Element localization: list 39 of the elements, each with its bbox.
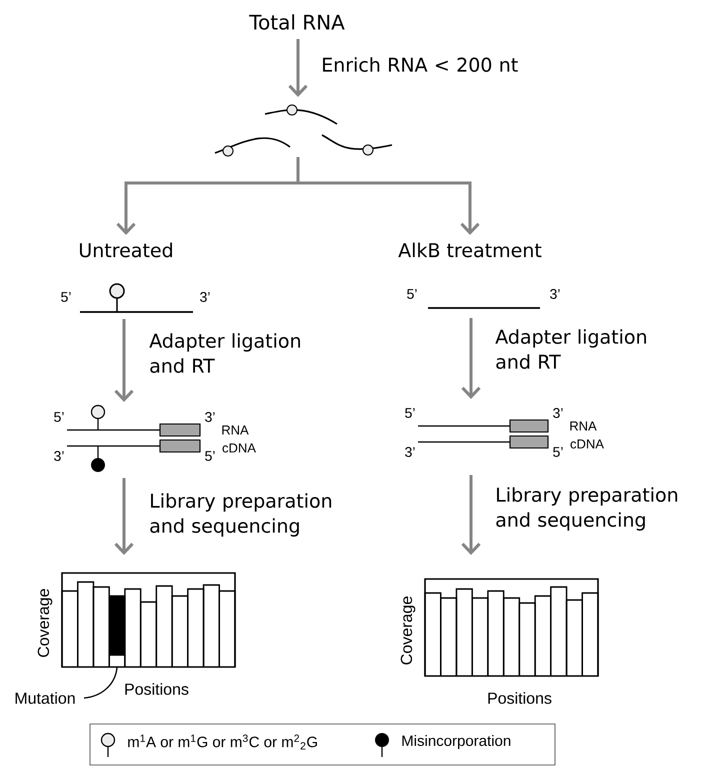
step-title: Total RNA [249, 14, 345, 30]
strand-end-label: 3’ [553, 408, 563, 418]
edge-label: Adapter ligation and RT [149, 333, 300, 373]
strand-label: RNA [570, 422, 597, 430]
axis-label: Coverage [400, 596, 416, 664]
axis-label: Coverage [38, 589, 52, 657]
arrow [288, 39, 308, 97]
branch-label: Untreated [80, 242, 172, 258]
strand-end-label: 3’ [54, 451, 64, 461]
strand-end-label: 3’ [405, 447, 415, 457]
strand-end-label: 5’ [553, 447, 563, 457]
strand-end-label: 5’ [54, 412, 64, 422]
arrow [114, 478, 134, 555]
axis-label: Positions [125, 683, 188, 695]
edge-label: Library preparation and sequencing [496, 487, 678, 531]
edge-label: Enrich RNA < 200 nt [323, 57, 518, 72]
mutation-label: Mutation [16, 692, 75, 704]
axis-label: Positions [488, 692, 552, 704]
strand-end-label: 3’ [550, 289, 560, 299]
strand-label: cDNA [570, 439, 604, 449]
arrow [296, 157, 480, 235]
strand-end-label: 5’ [405, 408, 415, 418]
strand-label: RNA [222, 426, 249, 434]
strand-end-label: 5’ [407, 289, 417, 299]
strand-end-label: 3’ [205, 412, 215, 422]
legend-label: Misincorporation [402, 735, 510, 749]
edge-label: Adapter ligation and RT [495, 329, 646, 369]
strand-end-label: 5’ [205, 451, 215, 461]
strand-end-label: 3’ [200, 292, 210, 302]
branch-label: AlkB treatment [398, 242, 542, 258]
strand-end-label: 5’ [61, 292, 71, 302]
arrow [461, 475, 481, 555]
legend-label: m$^{1}$A or m$^{1}$G or m$^{3}$C or m$^{2}$$_{2}$G [128, 734, 317, 750]
arrow [114, 319, 134, 402]
arrow [461, 318, 481, 399]
rna-fragments-drawing [214, 104, 392, 156]
edge-label: Library preparation and sequencing [150, 493, 332, 537]
leader-line [84, 666, 118, 699]
strand-label: cDNA [222, 443, 256, 453]
